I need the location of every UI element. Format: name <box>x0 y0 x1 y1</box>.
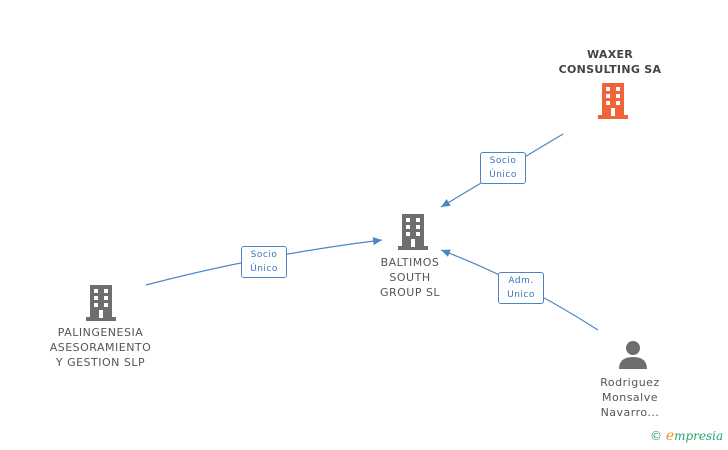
node-label-rodriguez[interactable]: Rodriguez Monsalve Navarro... <box>585 375 675 420</box>
node-label-line: Rodriguez <box>600 376 660 389</box>
node-label-line: PALINGENESIA <box>57 326 144 339</box>
edge-label-line: Socio <box>250 250 278 260</box>
person-icon[interactable] <box>618 340 648 370</box>
node-label-line: GROUP SL <box>379 286 441 299</box>
node-label-palingenesia[interactable]: PALINGENESIA ASESORAMIENTO Y GESTION SLP <box>38 325 163 370</box>
edge-label-palingenesia-baltimos[interactable]: Socio Único <box>241 246 287 278</box>
edge-label-line: Adm. <box>508 276 534 286</box>
brand-logo-text: mpresia <box>674 429 724 443</box>
node-label-line: Monsalve <box>602 391 658 404</box>
building-icon[interactable] <box>397 214 429 250</box>
node-label-line: CONSULTING SA <box>558 63 662 76</box>
brand-logo-e: e <box>665 428 675 444</box>
edge-label-line: Único <box>489 170 517 180</box>
copyright-symbol: © <box>650 429 662 443</box>
edge-label-waxer-baltimos[interactable]: Socio Único <box>480 152 526 184</box>
building-icon[interactable] <box>85 285 117 321</box>
edge-label-line: Socio <box>489 156 517 166</box>
node-label-line: ASESORAMIENTO <box>49 341 152 354</box>
node-label-waxer[interactable]: WAXER CONSULTING SA <box>545 47 675 77</box>
node-label-baltimos[interactable]: BALTIMOS SOUTH GROUP SL <box>360 255 460 300</box>
edge-label-rodriguez-baltimos[interactable]: Adm. Unico <box>498 272 544 304</box>
building-icon[interactable] <box>597 83 629 119</box>
node-label-line: Navarro... <box>600 406 660 419</box>
node-label-line: SOUTH <box>389 271 431 284</box>
node-label-line: WAXER <box>586 48 634 61</box>
edge-label-line: Único <box>250 264 278 274</box>
brand-logo: © empresia <box>650 428 723 444</box>
node-label-line: Y GESTION SLP <box>55 356 146 369</box>
edge-label-line: Unico <box>507 290 535 300</box>
node-label-line: BALTIMOS <box>380 256 440 269</box>
